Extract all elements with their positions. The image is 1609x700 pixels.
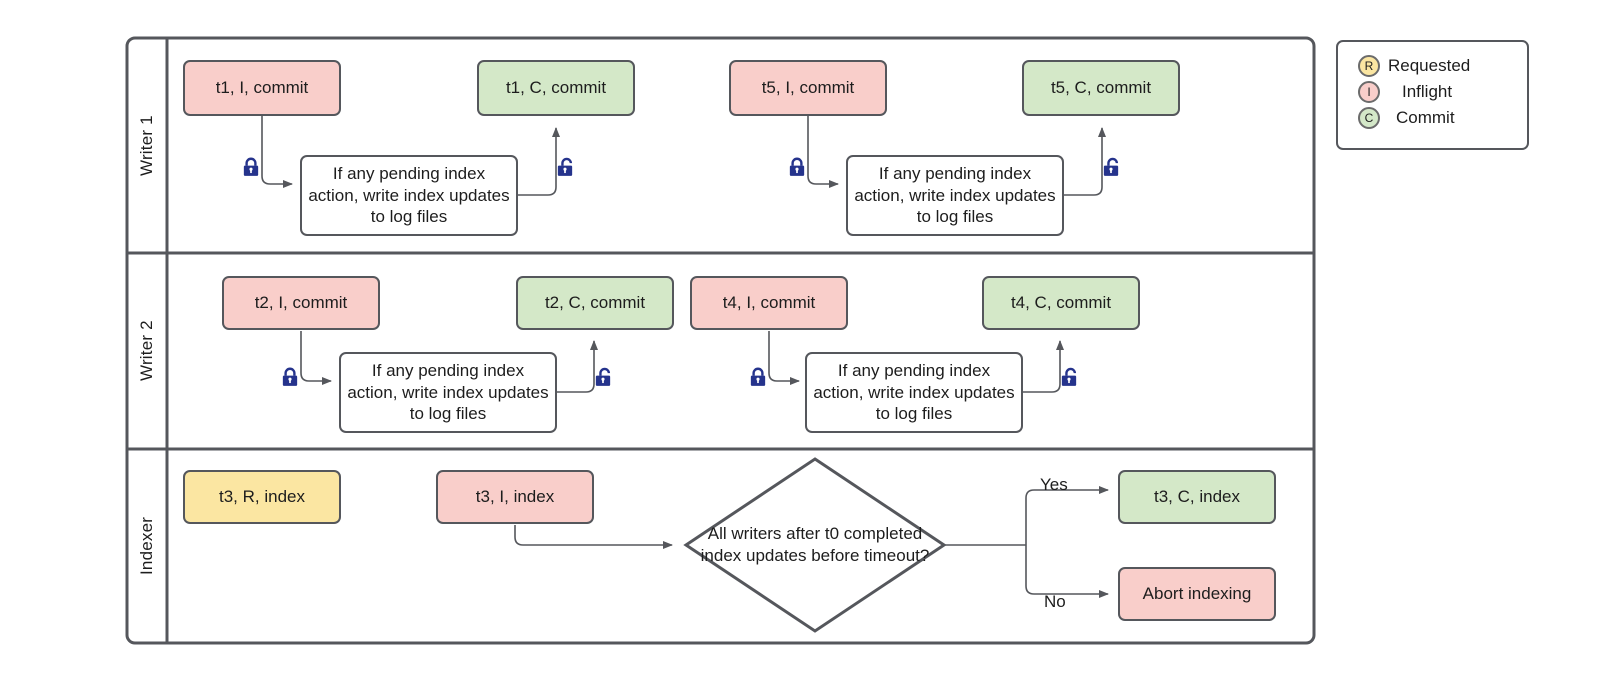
- edge-w1-t5i-to-proc2: [807, 116, 839, 188]
- node-label: t3, C, index: [1154, 487, 1240, 507]
- lock-closed-icon: [282, 367, 298, 386]
- lane-label-text: Indexer: [137, 516, 156, 576]
- lane-label-indexer: Indexer: [127, 449, 167, 643]
- node-label: If any pending index action, write index…: [813, 360, 1015, 424]
- badge-letter: I: [1367, 85, 1371, 99]
- edge-label-no: No: [1044, 592, 1066, 612]
- edge-label-yes: Yes: [1040, 475, 1068, 495]
- node-w1-t5-inflight[interactable]: t5, I, commit: [729, 60, 887, 116]
- node-w1-t5-commit[interactable]: t5, C, commit: [1022, 60, 1180, 116]
- edge-w2-proc2-to-t4c: [1023, 340, 1064, 393]
- node-label: t1, I, commit: [215, 78, 309, 98]
- badge-letter: C: [1364, 111, 1374, 125]
- lock-open-icon: [557, 157, 573, 176]
- legend-panel: R Requested I Inflight C Commit: [1336, 40, 1529, 150]
- edge-w1-proc1-to-t1c: [518, 127, 560, 196]
- node-w2-t2-inflight[interactable]: t2, I, commit: [222, 276, 380, 330]
- decision-label-text: All writers after t0 completed index upd…: [700, 524, 930, 565]
- node-w1-t1-commit[interactable]: t1, C, commit: [477, 60, 635, 116]
- node-label: Abort indexing: [1142, 584, 1252, 604]
- legend-label: Requested: [1388, 56, 1471, 75]
- legend-label: Inflight: [1402, 82, 1453, 101]
- edge-w1-t1i-to-proc1: [261, 116, 293, 188]
- edge-t3i-to-decision: [514, 525, 673, 549]
- inflight-badge-icon: I: [1358, 81, 1380, 103]
- node-ix-t3-inflight[interactable]: t3, I, index: [436, 470, 594, 524]
- legend-item-inflight: I Inflight: [1338, 79, 1527, 105]
- edge-w2-t4i-to-proc2: [768, 331, 800, 385]
- node-label: If any pending index action, write index…: [854, 163, 1056, 227]
- edge-w2-proc1-to-t2c: [557, 340, 598, 393]
- lane-label-writer-1: Writer 1: [127, 38, 167, 253]
- lock-open-icon: [1103, 157, 1119, 176]
- node-w1-process-2[interactable]: If any pending index action, write index…: [846, 155, 1064, 236]
- edge-no-to-abort: [1025, 545, 1109, 598]
- edge-label-text: Yes: [1040, 475, 1068, 494]
- node-w2-process-2[interactable]: If any pending index action, write index…: [805, 352, 1023, 433]
- node-label: t5, I, commit: [761, 78, 855, 98]
- node-w2-t2-commit[interactable]: t2, C, commit: [516, 276, 674, 330]
- requested-badge-icon: R: [1358, 55, 1380, 77]
- node-ix-abort-indexing[interactable]: Abort indexing: [1118, 567, 1276, 621]
- badge-letter: R: [1364, 59, 1374, 73]
- node-label: If any pending index action, write index…: [308, 163, 510, 227]
- lock-closed-icon: [789, 157, 805, 176]
- lock-open-icon: [595, 367, 611, 386]
- node-w1-process-1[interactable]: If any pending index action, write index…: [300, 155, 518, 236]
- lane-label-writer-2: Writer 2: [127, 253, 167, 449]
- node-label: t2, I, commit: [254, 293, 348, 313]
- edge-yes-to-t3c: [1025, 486, 1109, 545]
- lock-open-icon: [1061, 367, 1077, 386]
- edge-w2-t2i-to-proc1: [300, 331, 332, 385]
- node-ix-t3-requested[interactable]: t3, R, index: [183, 470, 341, 524]
- pool-frame: [125, 36, 1316, 645]
- node-label: t5, C, commit: [1050, 78, 1152, 98]
- node-label: t4, I, commit: [722, 293, 816, 313]
- node-label: t3, I, index: [475, 487, 555, 507]
- node-ix-t3-commit[interactable]: t3, C, index: [1118, 470, 1276, 524]
- node-w2-t4-inflight[interactable]: t4, I, commit: [690, 276, 848, 330]
- legend-item-commit: C Commit: [1338, 105, 1527, 131]
- legend-label: Commit: [1396, 108, 1455, 127]
- edge-label-text: No: [1044, 592, 1066, 611]
- node-w1-t1-inflight[interactable]: t1, I, commit: [183, 60, 341, 116]
- decision-label: All writers after t0 completed index upd…: [690, 505, 940, 585]
- decision-diamond: [683, 457, 947, 633]
- lock-closed-icon: [243, 157, 259, 176]
- node-label: t3, R, index: [219, 487, 305, 507]
- lane-label-text: Writer 1: [137, 115, 156, 176]
- node-label: If any pending index action, write index…: [347, 360, 549, 424]
- edge-w1-proc2-to-t5c: [1064, 127, 1106, 196]
- node-label: t2, C, commit: [544, 293, 646, 313]
- node-w2-process-1[interactable]: If any pending index action, write index…: [339, 352, 557, 433]
- lane-label-text: Writer 2: [137, 320, 156, 382]
- commit-badge-icon: C: [1358, 107, 1380, 129]
- node-label: t1, C, commit: [505, 78, 607, 98]
- lock-closed-icon: [750, 367, 766, 386]
- node-w2-t4-commit[interactable]: t4, C, commit: [982, 276, 1140, 330]
- node-label: t4, C, commit: [1010, 293, 1112, 313]
- legend-item-requested: R Requested: [1338, 53, 1527, 79]
